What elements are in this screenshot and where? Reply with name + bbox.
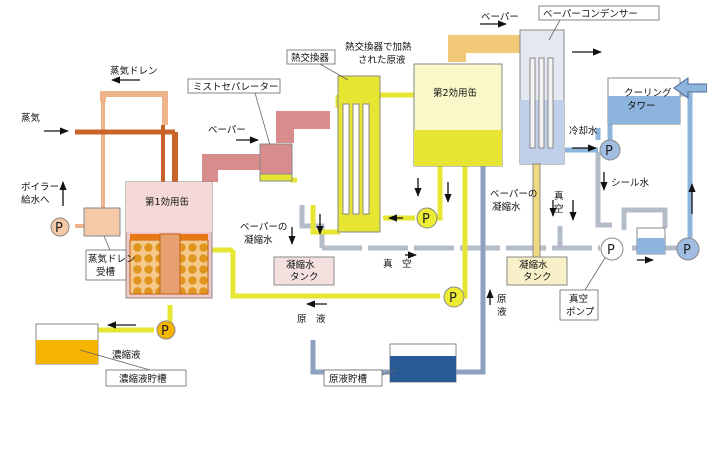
drain-tank-label-1: 蒸気ドレン — [88, 253, 136, 265]
condensate-tank-left — [273, 256, 335, 286]
mist-separator-label: ミストセパレーター — [193, 82, 279, 93]
vapor-cond-water-right-2: 凝縮水 — [492, 201, 521, 213]
raw-liquid-label-bottom: 原 液 — [297, 313, 326, 325]
vacuum-label-right-2: 空 — [554, 203, 564, 215]
cooling-tower-inlet-arrow — [673, 77, 707, 99]
vacuum-pump-label-2: ポンプ — [566, 307, 595, 318]
steam-drain-receiver — [83, 207, 121, 237]
pump-heat-exchanger: P — [416, 207, 438, 229]
concentrate-label: 濃縮液 — [112, 349, 141, 361]
cooling-tower-label-2: タワー — [627, 101, 656, 112]
heat-exchanger-label: 熱交換器 — [291, 52, 330, 64]
vapor-cond-water-label-2: 凝縮水 — [244, 234, 273, 246]
concentrate-tank-label: 濃縮液貯槽 — [119, 373, 167, 385]
condensate-tank-right — [506, 163, 568, 286]
drain-tank-label-2: 受槽 — [96, 266, 116, 278]
cond-tank-right-1: 凝縮水 — [519, 259, 548, 271]
boiler-feed-label-2: 給水へ — [21, 194, 50, 206]
cooling-tower — [607, 77, 681, 125]
vapor-condenser — [519, 29, 565, 165]
mist-separator — [259, 143, 293, 182]
raw-liquid-vertical-1: 原 — [497, 294, 507, 305]
callout-leaders — [79, 19, 606, 376]
first-evaporator: 第1効用缶 — [125, 181, 213, 299]
steam-drain-label: 蒸気ドレン — [110, 65, 158, 77]
svg-text:P: P — [607, 243, 615, 258]
cond-tank-left-1: 凝縮水 — [286, 259, 315, 271]
seal-water-label: シール水 — [611, 177, 650, 189]
svg-text:P: P — [422, 212, 430, 227]
concentrate-tank — [35, 323, 99, 365]
cond-tank-left-2: タンク — [290, 272, 319, 283]
pump-boiler-feed: P — [50, 217, 70, 237]
heated-note-1: 熱交換器で加熱 — [345, 41, 412, 53]
pump-raw-liquid: P — [443, 286, 465, 308]
svg-text:P: P — [605, 144, 613, 159]
svg-text:P: P — [449, 291, 457, 306]
svg-text:P: P — [683, 243, 691, 258]
pump-vacuum: P — [600, 237, 624, 261]
callout-boxes — [85, 5, 660, 387]
vapor-cond-water-right-1: ベーパーの — [490, 189, 537, 200]
vapor-condenser-label: ベーパーコンデンサー — [543, 8, 638, 20]
steam-label: 蒸気 — [21, 112, 41, 124]
seal-water-tank — [636, 227, 666, 255]
vacuum-pump-label-1: 真空 — [569, 293, 588, 305]
raw-liquid-vertical-2: 液 — [497, 306, 507, 318]
vacuum-label-left: 真 空 — [383, 258, 412, 270]
pump-cooling-water: P — [599, 139, 621, 161]
vapor-label-mid: ベーパー — [208, 125, 246, 136]
heat-exchanger — [337, 75, 381, 233]
second-evaporator-label: 第2効用缶 — [433, 87, 477, 99]
first-evaporator-label: 第1効用缶 — [145, 196, 189, 208]
boiler-feed-label-1: ボイラー — [21, 182, 59, 193]
svg-text:P: P — [161, 324, 169, 339]
raw-liquid-pipes — [98, 92, 468, 333]
vapor-cond-water-label-1: ベーパーの — [240, 222, 287, 233]
second-evaporator: 第2効用缶 — [413, 63, 503, 167]
cond-tank-right-2: タンク — [523, 272, 552, 283]
text-labels: 蒸気ドレン 蒸気 ボイラー 給水へ ミストセパレーター ベーパー 熱交換器 熱交… — [21, 8, 672, 385]
pump-cooling-return: P — [676, 237, 700, 261]
svg-text:P: P — [55, 221, 63, 236]
cooling-tower-label-1: クーリング — [624, 87, 672, 99]
vacuum-label-right-1: 真 — [554, 190, 564, 202]
pump-concentrate: P — [156, 320, 176, 340]
heated-note-2: された原液 — [358, 54, 406, 66]
vapor-pipes — [202, 35, 524, 182]
flow-arrows — [44, 20, 696, 329]
raw-liquid-tank — [389, 343, 457, 383]
raw-liquid-tank-label: 原液貯槽 — [329, 373, 368, 385]
vapor-label-top: ベーパー — [481, 12, 519, 23]
cooling-water-label: 冷却水 — [569, 125, 598, 137]
